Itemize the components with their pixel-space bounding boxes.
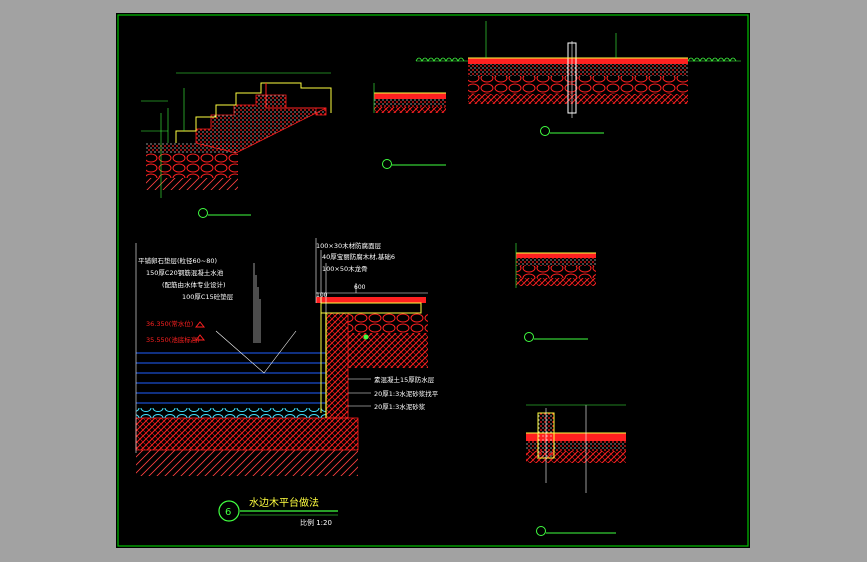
note-bottom-0: 素混凝土15厚防水层 — [374, 375, 435, 384]
note-left-0: 平铺卵石垫层(粒径60~80) — [138, 256, 217, 265]
note-bottom-1: 20厚1:3水泥砂浆找平 — [374, 389, 439, 398]
note-top-0: 100×30木材防腐面层 — [316, 241, 382, 250]
platform-left-dim: 100 — [316, 292, 328, 299]
note-left-1: 150厚C20钢筋混凝土水池 — [146, 268, 224, 277]
note-bottom-2: 20厚1:3水泥砂浆 — [374, 402, 426, 411]
detail-scale: 比例 1:20 — [300, 518, 332, 527]
detail-title: 水边木平台做法 — [249, 496, 319, 509]
sheet-frame — [117, 14, 749, 547]
note-left-2: (配筋由水体专业设计) — [162, 280, 226, 289]
note-top-1: 40厚宝丽防腐木材,基础6 — [322, 252, 395, 261]
detail-number: 6 — [225, 507, 231, 518]
detail-3-paving-section — [373, 83, 446, 169]
detail-6-waterside-platform: 100 600 平铺卵石垫层(粒径60~80) 150厚C20钢筋混凝土水池 (… — [135, 238, 439, 527]
water-level-bottom: 35.550(池底标高) — [146, 335, 200, 344]
cad-drawing: 100 600 平铺卵石垫层(粒径60~80) 150厚C20钢筋混凝土水池 (… — [117, 14, 749, 547]
detail-number-circle — [218, 500, 240, 522]
water-body — [136, 348, 326, 408]
detail-1-stair-section — [141, 72, 332, 218]
platform-top-dim: 600 — [354, 284, 366, 291]
note-left-3: 100厚C15砼垫层 — [182, 292, 234, 301]
detail-4-paving-with-curb — [415, 21, 741, 136]
drawing-sheet: 100 600 平铺卵石垫层(粒径60~80) 150厚C20钢筋混凝土水池 (… — [116, 13, 750, 548]
water-level-normal: 36.350(常水位) — [146, 319, 193, 328]
detail-5-paving-section — [515, 243, 596, 342]
detail-8-edge-curb — [526, 404, 626, 536]
note-top-2: 100×50木龙骨 — [322, 264, 368, 273]
